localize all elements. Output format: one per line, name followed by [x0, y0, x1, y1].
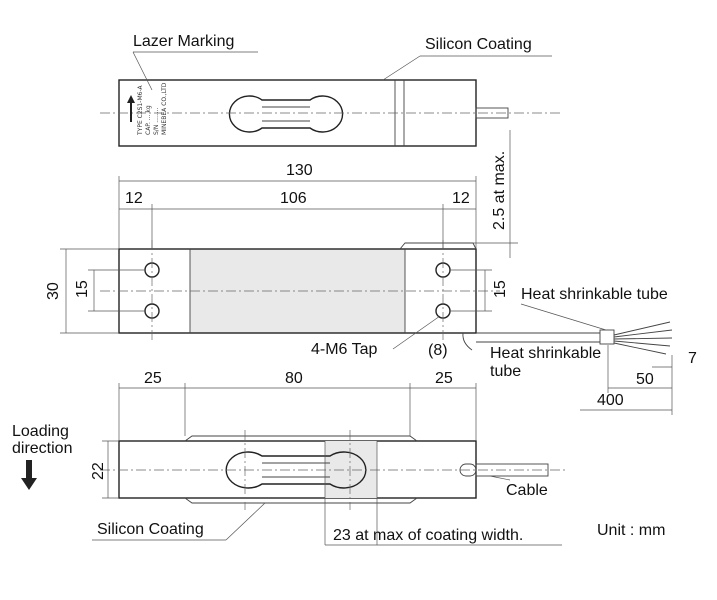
dim-offset: (8)	[428, 342, 448, 359]
bottom-cable	[475, 463, 549, 477]
bottom-coating-bottom	[184, 497, 418, 504]
up-arrow-icon	[127, 95, 135, 122]
side-cable-bend	[462, 332, 473, 351]
cable-leader	[489, 475, 511, 481]
heat-tube-label-bottom: Heat shrinkable	[490, 345, 601, 362]
laser-marking-label: Lazer Marking	[133, 33, 234, 50]
dim-hole-pitch-right: 15	[492, 280, 509, 298]
silicon-coating-top-label: Silicon Coating	[425, 36, 532, 53]
dim-tube-length: 50	[636, 371, 654, 388]
plate-line-3: S/N ........	[153, 107, 160, 135]
dim-coating-height: 2.5 at max.	[491, 151, 508, 230]
bottom-view: Cable 25 80 25 22 Loading direction Sili…	[12, 370, 665, 546]
cable-label: Cable	[506, 482, 548, 499]
silicon-coating-bottom-label: Silicon Coating	[97, 521, 204, 538]
dim-bottom-left-margin: 25	[144, 370, 162, 387]
down-arrow-icon	[21, 460, 37, 490]
dim-hole-span: 106	[280, 190, 307, 207]
heat-tube-top-leader	[520, 303, 607, 331]
coating-width-label: 23 at max of coating width.	[333, 527, 523, 544]
loading-label-1: Loading	[12, 423, 69, 440]
top-slot	[228, 95, 344, 133]
plate-line-2: CAP. ... kg	[145, 105, 152, 135]
side-heat-tube	[599, 329, 615, 345]
dim-bottom-right-margin: 25	[435, 370, 453, 387]
heat-tube-label-bottom-2: tube	[490, 363, 521, 380]
tap-label: 4-M6 Tap	[311, 341, 378, 358]
bottom-coating-shade	[325, 441, 377, 498]
plate-line-1: TYPE C2S1-M6-A	[137, 85, 144, 136]
dim-right-margin: 12	[452, 190, 470, 207]
plate-line-4: MINEBEA CO.,LTD	[161, 82, 168, 135]
dim-width: 22	[90, 462, 107, 480]
side-wires	[613, 321, 673, 355]
dim-overall-length: 130	[286, 162, 313, 179]
side-cable	[476, 332, 600, 343]
side-view: 130 12 106 12 2.5 at max. 30 15 15 4-M6 …	[45, 130, 697, 415]
side-coating-area	[190, 249, 405, 333]
dim-left-margin: 12	[125, 190, 143, 207]
silicon-coating-bottom-leader	[225, 502, 266, 541]
bottom-slot	[225, 451, 367, 489]
tap-leader	[392, 315, 441, 350]
dim-hole-pitch-left: 15	[74, 280, 91, 298]
silicon-coating-top-leader	[382, 55, 421, 81]
bottom-coating-top	[184, 435, 418, 442]
dim-bottom-center-span: 80	[285, 370, 303, 387]
top-view: TYPE C2S1-M6-A CAP. ... kg S/N ........ …	[100, 33, 560, 147]
top-nameplate: TYPE C2S1-M6-A CAP. ... kg S/N ........ …	[137, 82, 168, 136]
dim-wire-strip: 7	[688, 350, 697, 367]
dim-height: 30	[45, 282, 62, 300]
unit-label: Unit : mm	[597, 522, 665, 539]
bottom-body	[118, 440, 477, 499]
loading-label-2: direction	[12, 440, 72, 457]
dim-cable-length: 400	[597, 392, 624, 409]
laser-marking-leader	[132, 51, 153, 91]
top-cable	[475, 107, 509, 119]
heat-tube-label-top: Heat shrinkable tube	[521, 286, 668, 303]
side-coating-bump	[399, 242, 477, 250]
